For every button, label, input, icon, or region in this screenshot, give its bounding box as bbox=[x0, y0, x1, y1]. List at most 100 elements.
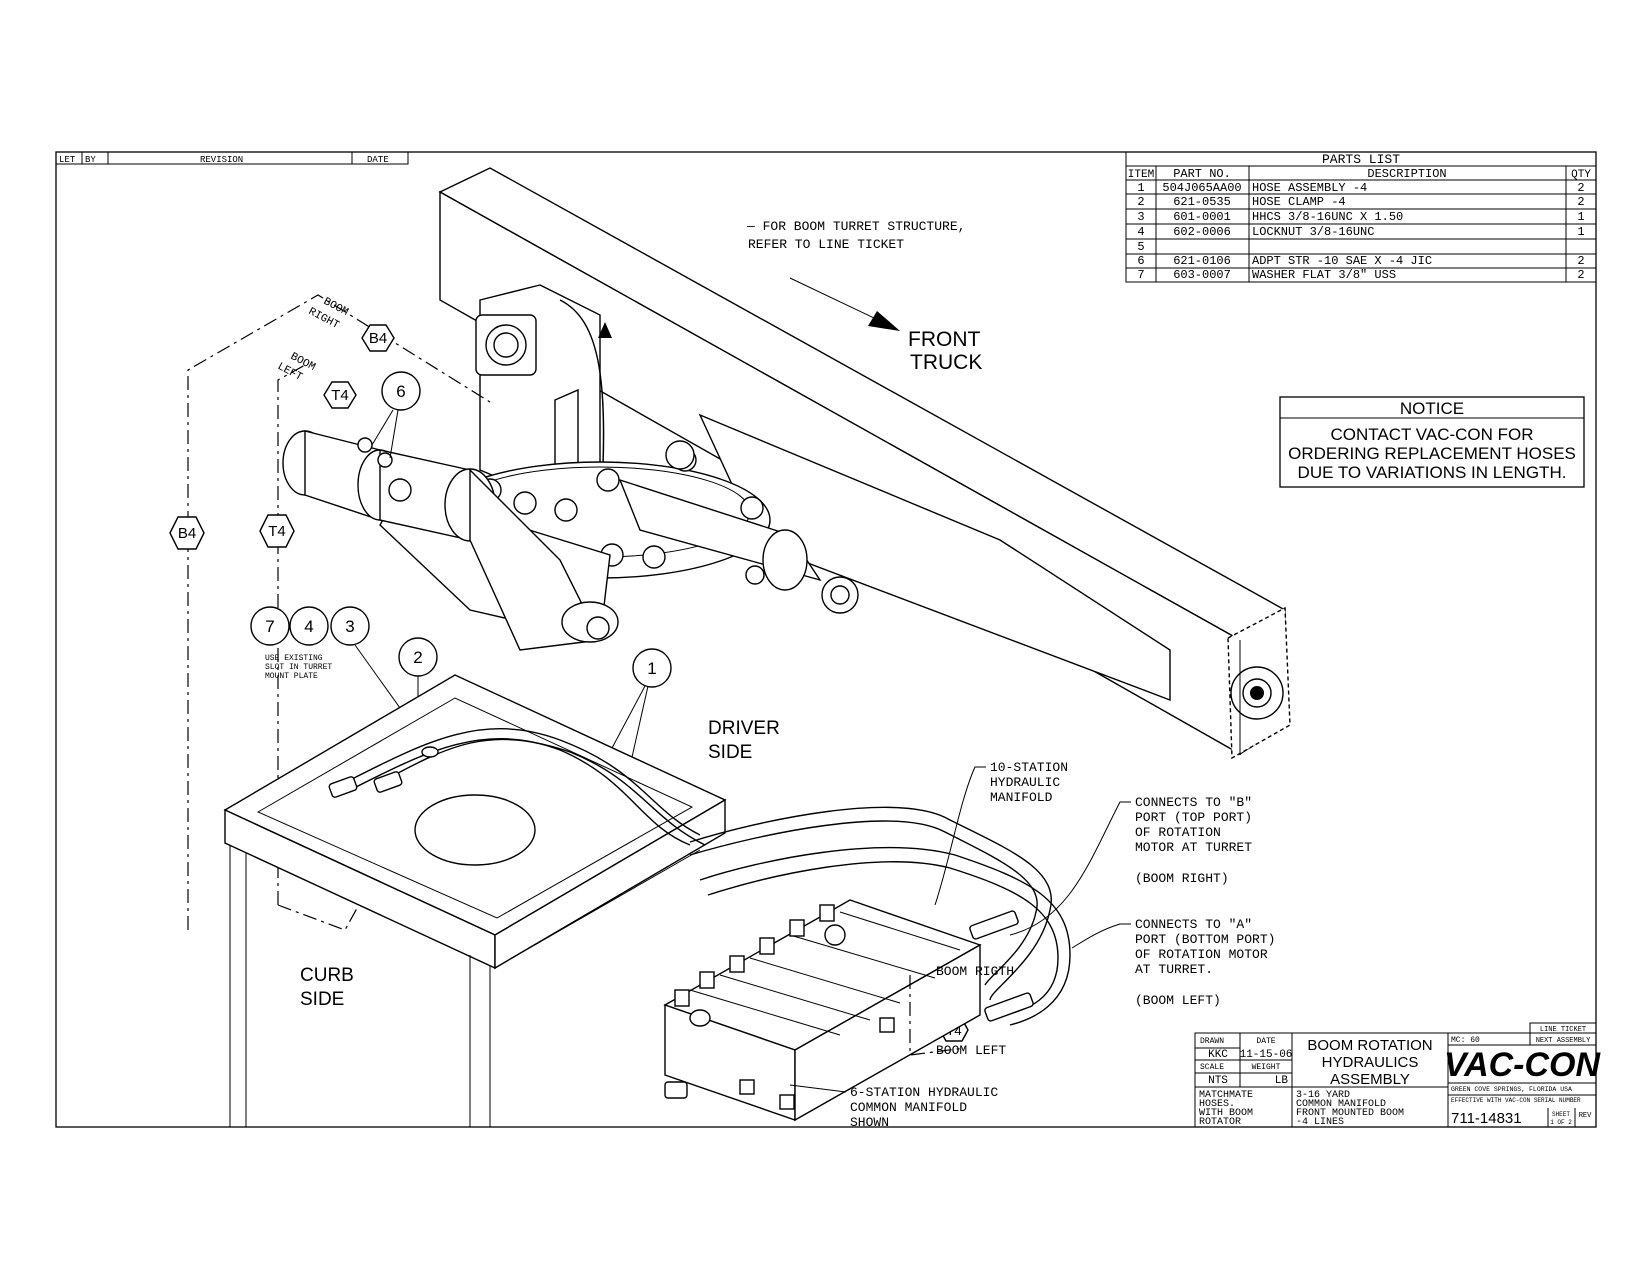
parts-row-partno: 504J065AA00 bbox=[1162, 181, 1241, 195]
note-port-b: PORT (TOP PORT) bbox=[1135, 810, 1252, 825]
tb-desc: FRONT MOUNTED BOOM bbox=[1296, 1108, 1404, 1119]
tb-desc: 3-16 YARD bbox=[1296, 1090, 1350, 1101]
hose-fitting bbox=[373, 771, 403, 793]
callout-b4-left: B4 bbox=[169, 516, 205, 550]
parts-row-qty: 2 bbox=[1577, 181, 1584, 195]
fitting-6-a bbox=[357, 437, 373, 453]
notice-title: NOTICE bbox=[1400, 399, 1464, 418]
tb-desc: COMMON MANIFOLD bbox=[1296, 1099, 1386, 1110]
label-six-station: SHOWN bbox=[850, 1115, 889, 1130]
tb-note: ROTATOR bbox=[1199, 1117, 1241, 1128]
tb-next-assembly: NEXT ASSEMBLY bbox=[1536, 1037, 1591, 1045]
tb-rev-label: REV bbox=[1579, 1112, 1592, 1120]
svg-text:B4: B4 bbox=[369, 330, 387, 347]
label-driver-side: DRIVER bbox=[708, 718, 780, 739]
hoses-1 bbox=[328, 728, 706, 846]
leader-six-station bbox=[789, 1084, 847, 1093]
parts-row-partno: 621-0535 bbox=[1173, 195, 1231, 209]
svg-text:1: 1 bbox=[647, 659, 656, 678]
parts-row-description: LOCKNUT 3/8-16UNC bbox=[1252, 225, 1374, 239]
turret-pedestal bbox=[223, 674, 727, 1127]
note-port-b: (BOOM RIGHT) bbox=[1135, 871, 1229, 886]
parts-row-partno: 621-0106 bbox=[1173, 254, 1231, 268]
svg-text:4: 4 bbox=[304, 617, 313, 636]
callout-t4-left: T4 bbox=[259, 514, 295, 548]
parts-row-description: HOSE ASSEMBLY -4 bbox=[1252, 181, 1367, 195]
hydraulic-manifold bbox=[663, 899, 982, 1122]
drawing-border bbox=[55, 151, 1597, 1128]
label-ten-station: 10-STATION bbox=[990, 760, 1068, 775]
callout-3: 3 bbox=[330, 606, 431, 751]
label-front-truck: FRONT bbox=[908, 328, 980, 351]
svg-text:B4: B4 bbox=[178, 525, 196, 542]
label-curb-side: CURB bbox=[300, 965, 354, 986]
note-port-a: AT TURRET. bbox=[1135, 962, 1213, 977]
parts-row-partno: 603-0007 bbox=[1173, 268, 1231, 282]
note-use-existing: USE EXISTING bbox=[265, 654, 323, 663]
notice-line: DUE TO VARIATIONS IN LENGTH. bbox=[1298, 463, 1567, 482]
parts-row-partno: 601-0001 bbox=[1173, 210, 1231, 224]
notice-line: CONTACT VAC-CON FOR bbox=[1330, 425, 1533, 444]
parts-row-description: HOSE CLAMP -4 bbox=[1252, 195, 1346, 209]
tb-weight-unit: LB bbox=[1275, 1075, 1289, 1087]
label-six-station: COMMON MANIFOLD bbox=[850, 1100, 967, 1115]
parts-row-item: 4 bbox=[1137, 225, 1144, 239]
note-boom-turret: — FOR BOOM TURRET STRUCTURE, bbox=[746, 219, 965, 234]
note-port-a: (BOOM LEFT) bbox=[1135, 993, 1221, 1008]
parts-row-qty: 2 bbox=[1577, 268, 1584, 282]
manifold-phantom bbox=[909, 975, 966, 1056]
tb-desc: -4 LINES bbox=[1296, 1117, 1344, 1128]
parts-row-description: HHCS 3/8-16UNC X 1.50 bbox=[1252, 210, 1403, 224]
label-boom-rigth: BOOM RIGTH bbox=[936, 964, 1014, 979]
tb-note: WITH BOOM bbox=[1199, 1108, 1253, 1119]
callout-6: 6 bbox=[371, 371, 421, 459]
label-ten-station: HYDRAULIC bbox=[990, 775, 1060, 790]
label-ten-station: MANIFOLD bbox=[990, 790, 1053, 805]
svg-text:6: 6 bbox=[396, 382, 405, 401]
parts-row-qty: 1 bbox=[1577, 225, 1584, 239]
svg-text:T4: T4 bbox=[268, 523, 286, 540]
hoses-to-manifold bbox=[689, 806, 1071, 1026]
note-port-b: MOTOR AT TURRET bbox=[1135, 840, 1252, 855]
revision-block: LET BY REVISION DATE bbox=[55, 151, 409, 165]
tb-date-value: 11-15-06 bbox=[1240, 1049, 1293, 1061]
parts-row-item: 2 bbox=[1137, 195, 1144, 209]
tb-title: HYDRAULICS bbox=[1322, 1054, 1419, 1071]
tb-drawn-value: KKC bbox=[1208, 1049, 1228, 1061]
rev-let-header: LET bbox=[59, 155, 76, 165]
tb-title: BOOM ROTATION bbox=[1307, 1037, 1432, 1054]
rotation-motor bbox=[282, 430, 619, 651]
tb-note: MATCHMATE bbox=[1199, 1090, 1253, 1101]
note-port-a: CONNECTS TO "A" bbox=[1135, 917, 1252, 932]
label-front-truck: TRUCK bbox=[910, 351, 982, 374]
tb-scale-value: NTS bbox=[1208, 1075, 1228, 1087]
tb-sheet-value: 1 OF 2 bbox=[1550, 1119, 1572, 1126]
parts-row-item: 6 bbox=[1137, 254, 1144, 268]
parts-header-item: ITEM bbox=[1128, 169, 1154, 181]
note-port-a: PORT (BOTTOM PORT) bbox=[1135, 932, 1275, 947]
parts-list: PARTS LIST ITEM PART NO. DESCRIPTION QTY… bbox=[1125, 151, 1597, 283]
hose-end-a bbox=[984, 992, 1034, 1022]
front-arrow bbox=[789, 277, 900, 331]
callout-b4-top: B4 bbox=[361, 324, 395, 352]
label-curb-side: SIDE bbox=[300, 989, 344, 1010]
parts-header-qty: QTY bbox=[1571, 169, 1591, 181]
tb-date-label: DATE bbox=[1256, 1037, 1275, 1046]
notice-line: ORDERING REPLACEMENT HOSES bbox=[1288, 444, 1576, 463]
hose-fitting bbox=[328, 776, 358, 798]
parts-row-item: 5 bbox=[1137, 240, 1144, 254]
parts-row-item: 1 bbox=[1137, 181, 1144, 195]
note-port-b: CONNECTS TO "B" bbox=[1135, 795, 1252, 810]
parts-row-item: 7 bbox=[1137, 268, 1144, 282]
note-use-existing: MOUNT PLATE bbox=[265, 672, 318, 681]
parts-row-description: ADPT STR -10 SAE X -4 JIC bbox=[1252, 254, 1432, 268]
pedestal-hole bbox=[414, 794, 536, 866]
parts-row-qty: 2 bbox=[1577, 254, 1584, 268]
title-block: DRAWN KKC DATE 11-15-06 SCALE NTS WEIGHT… bbox=[1194, 1022, 1602, 1128]
tb-sheet-label: SHEET bbox=[1552, 1111, 1570, 1118]
parts-row-qty: 2 bbox=[1577, 195, 1584, 209]
svg-text:T4: T4 bbox=[331, 387, 349, 404]
parts-header-partno: PART NO. bbox=[1173, 167, 1231, 181]
